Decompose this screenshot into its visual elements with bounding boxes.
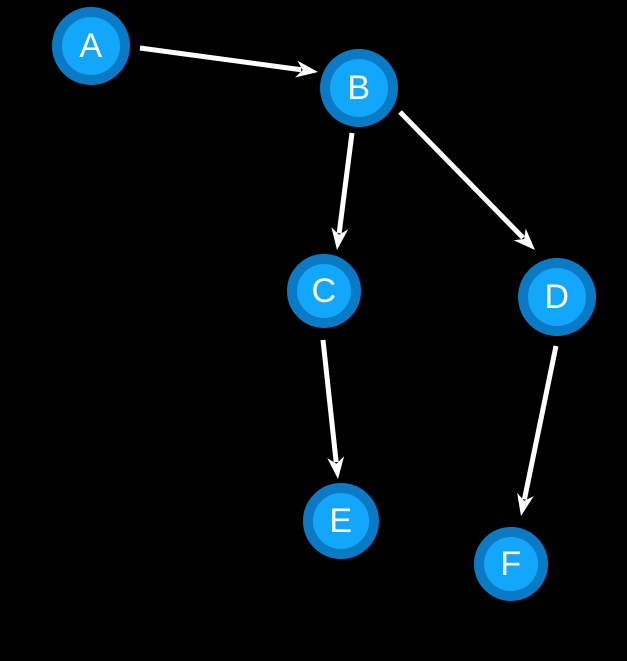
edge-d-f[interactable] xyxy=(517,345,559,516)
node-label-a: A xyxy=(79,27,103,65)
arrowhead-icon xyxy=(517,492,534,516)
edge-line xyxy=(139,45,302,73)
node-label-e: E xyxy=(329,502,353,540)
node-label-b: B xyxy=(347,69,371,107)
arrowhead-icon xyxy=(331,227,349,250)
arrowhead-icon xyxy=(295,60,318,78)
edge-c-e[interactable] xyxy=(320,339,345,479)
edge-b-d[interactable] xyxy=(398,110,535,250)
graph-node-e[interactable]: E xyxy=(303,483,379,559)
graph-node-f[interactable]: F xyxy=(474,527,548,601)
edge-line xyxy=(336,132,355,234)
edge-line xyxy=(398,110,525,240)
arrowhead-icon xyxy=(513,228,535,250)
node-label-c: C xyxy=(311,272,337,310)
edge-line xyxy=(521,345,559,500)
arrowhead-icon xyxy=(327,456,345,479)
graph-node-b[interactable]: B xyxy=(320,49,398,127)
graph-node-c[interactable]: C xyxy=(287,254,361,328)
edge-line xyxy=(320,339,339,463)
node-label-f: F xyxy=(500,545,522,583)
edge-a-b[interactable] xyxy=(139,45,318,78)
graph-node-a[interactable]: A xyxy=(52,7,130,85)
edge-b-c[interactable] xyxy=(331,132,355,250)
node-label-d: D xyxy=(544,278,570,316)
graph-node-d[interactable]: D xyxy=(518,258,596,336)
